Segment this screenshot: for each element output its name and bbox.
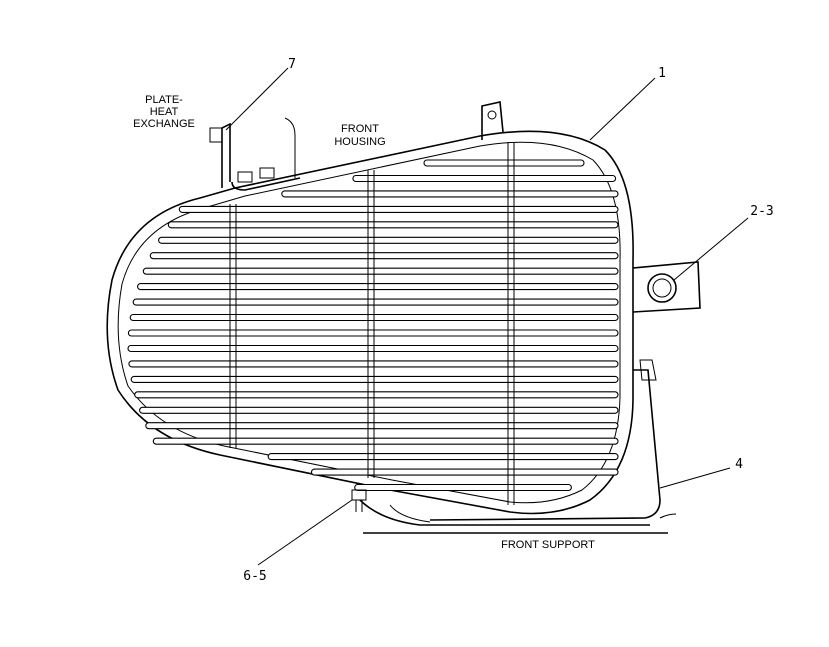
grille-slat [354, 483, 572, 492]
grille-slat [132, 298, 619, 306]
grille-slat [178, 205, 619, 213]
grille-slat [127, 329, 619, 337]
grille-vertical-bars [229, 142, 515, 505]
grille-slat [167, 221, 619, 229]
callout-1: 1 [658, 66, 666, 81]
top-mounting-tab [481, 101, 504, 140]
label-front-housing-line1: FRONT [341, 123, 379, 135]
callout-4: 4 [735, 457, 743, 472]
grille-housing-outline [106, 130, 634, 515]
label-plate-heat-exchange: PLATE- HEAT EXCHANGE [133, 94, 195, 130]
grille-slat [130, 375, 619, 383]
grille-slat [142, 267, 619, 275]
label-plate-line3: EXCHANGE [133, 118, 195, 130]
grille-inner-outline [117, 141, 621, 504]
side-mount-bracket [632, 261, 701, 313]
label-front-housing-line2: HOUSING [334, 136, 385, 148]
grille-slat [423, 159, 585, 167]
grille-slat [281, 190, 619, 198]
callout-6-5: 6-5 [243, 569, 266, 584]
grille-slat [310, 468, 619, 476]
grille-slat [352, 174, 617, 183]
grille-slat [267, 453, 619, 461]
grille-slat [149, 252, 619, 260]
grille-slat [152, 437, 619, 445]
grille-slat [134, 391, 619, 399]
label-plate-line2: HEAT [150, 106, 179, 118]
front-support-bracket [359, 359, 677, 534]
grille-slat [127, 344, 619, 353]
plate-heat-exchange-bracket [209, 117, 301, 191]
label-front-housing: FRONT HOUSING [334, 123, 385, 148]
grille-slat [145, 422, 619, 430]
grille-slats [127, 159, 619, 492]
bottom-bolt [351, 489, 367, 512]
callout-2-3: 2-3 [750, 204, 773, 219]
grille-slat [128, 360, 619, 368]
label-plate-line1: PLATE- [145, 94, 183, 106]
grille-slat [158, 236, 619, 244]
grille-slat [137, 283, 619, 291]
grille-slat [139, 406, 619, 414]
callout-7: 7 [288, 57, 296, 72]
label-front-support: FRONT SUPPORT [501, 539, 595, 551]
callout-leaders [225, 67, 749, 566]
